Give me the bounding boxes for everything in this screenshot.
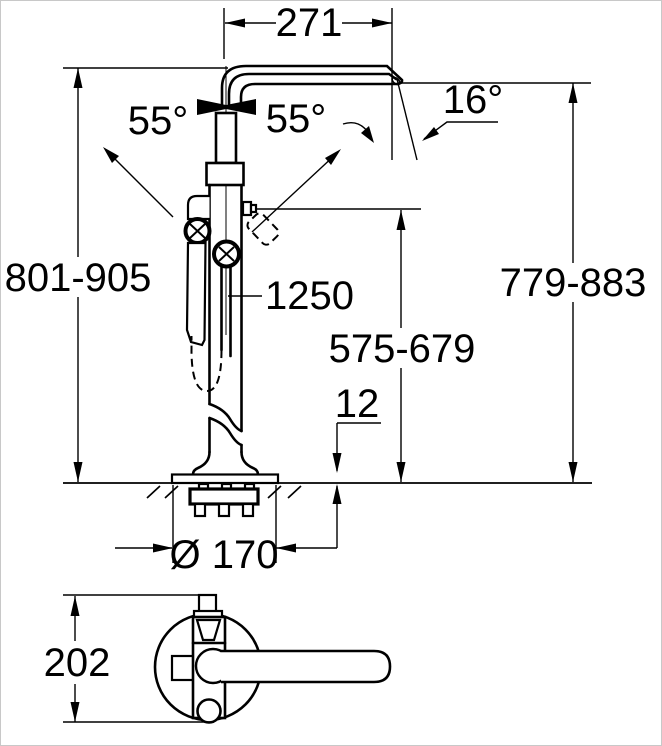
dim-diverter-height-label: 575-679 xyxy=(329,327,476,371)
handle-lever xyxy=(214,111,238,165)
dim-spout-tilt: 16° xyxy=(396,78,504,161)
mounting-block xyxy=(188,487,260,506)
dim-outlet-height-label: 779-883 xyxy=(500,261,647,305)
dim-swivel-left: 55° xyxy=(103,99,189,218)
base-plate xyxy=(170,473,280,485)
dim-spout-reach-label: 271 xyxy=(276,1,343,45)
dim-hose-length-label: 1250 xyxy=(265,274,354,318)
handle-alternate-position xyxy=(246,212,280,246)
dim-swivel-right-label: 55° xyxy=(266,97,327,141)
dim-spout-tilt-label: 16° xyxy=(443,78,504,122)
dim-plate-height: 12 xyxy=(332,382,381,548)
handle-swivel-indicator xyxy=(197,99,256,115)
spout-top-view xyxy=(221,649,392,684)
hose-lines xyxy=(220,264,232,358)
dim-spout-reach: 271 xyxy=(223,1,393,160)
dim-swivel-left-label: 55° xyxy=(128,99,189,143)
dim-overall-height-label: 801-905 xyxy=(5,256,152,300)
dim-diverter-height: 575-679 xyxy=(256,208,476,482)
mounting-bolt xyxy=(193,502,207,518)
dim-overall-height: 801-905 xyxy=(5,67,228,482)
holder-funnel xyxy=(195,618,222,642)
dim-top-view-depth-label: 202 xyxy=(44,641,111,685)
dim-hose-length: 1250 xyxy=(228,274,354,318)
hose-loop xyxy=(190,336,223,393)
front-view: 271 16° 55° 55° 801-9 xyxy=(5,1,647,577)
column-break-upper xyxy=(208,402,243,433)
mounting-bolt xyxy=(217,502,231,518)
mounting-bolt xyxy=(241,502,255,518)
top-view: 202 xyxy=(44,593,392,724)
base-flare-right xyxy=(240,450,260,476)
dim-top-view-depth: 202 xyxy=(44,594,214,723)
dim-plate-diameter-label: Ø 170 xyxy=(170,533,279,577)
handle-collar xyxy=(205,161,245,187)
bracket-top-view xyxy=(170,654,196,682)
diverter-knob-cap xyxy=(249,203,258,214)
base-and-floor xyxy=(63,473,592,518)
shower-bracket xyxy=(186,194,210,221)
hand-shower xyxy=(183,194,241,393)
handle-knob-top-view xyxy=(196,698,222,724)
shower-holder-stub xyxy=(197,593,218,614)
base-flare-left xyxy=(191,450,211,476)
floor-hatching xyxy=(146,485,302,499)
dim-swivel-right: 55° xyxy=(251,97,374,233)
diverter-knob xyxy=(241,200,253,217)
dim-plate-height-label: 12 xyxy=(335,382,380,426)
shower-handle xyxy=(185,241,207,347)
dim-outlet-height: 779-883 xyxy=(398,82,647,482)
column-break-lower xyxy=(208,416,243,447)
dim-plate-diameter: Ø 170 xyxy=(115,485,337,577)
